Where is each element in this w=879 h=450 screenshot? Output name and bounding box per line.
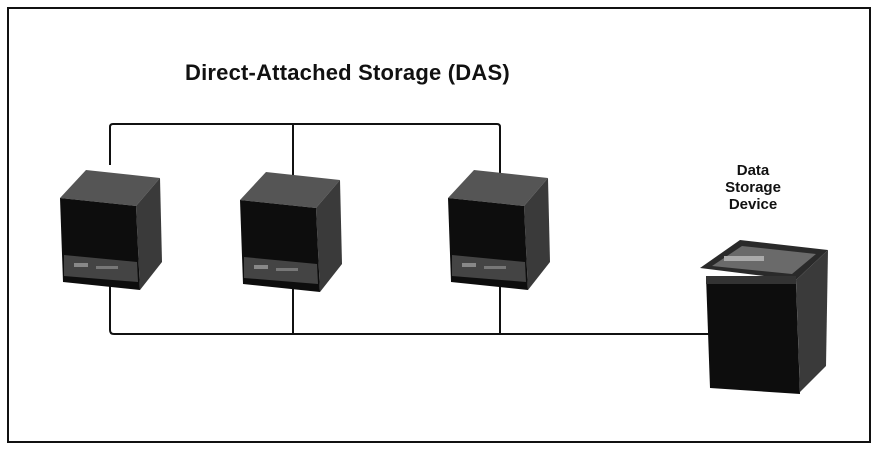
- storage-device-icon: [700, 240, 828, 394]
- top-connection-bus: [109, 123, 501, 187]
- storage-label-line-1: Data: [736, 162, 770, 179]
- server-3-icon: [448, 170, 550, 290]
- server-2-icon: [240, 172, 342, 292]
- bottom-connection-bus: [109, 285, 710, 335]
- storage-label-line-3: Device: [728, 196, 778, 213]
- storage-device-label: Data Storage Device: [708, 162, 798, 213]
- diagram-title: Direct-Attached Storage (DAS): [185, 60, 510, 85]
- storage-label-line-2: Storage: [725, 179, 781, 196]
- server-1-icon: [60, 170, 162, 290]
